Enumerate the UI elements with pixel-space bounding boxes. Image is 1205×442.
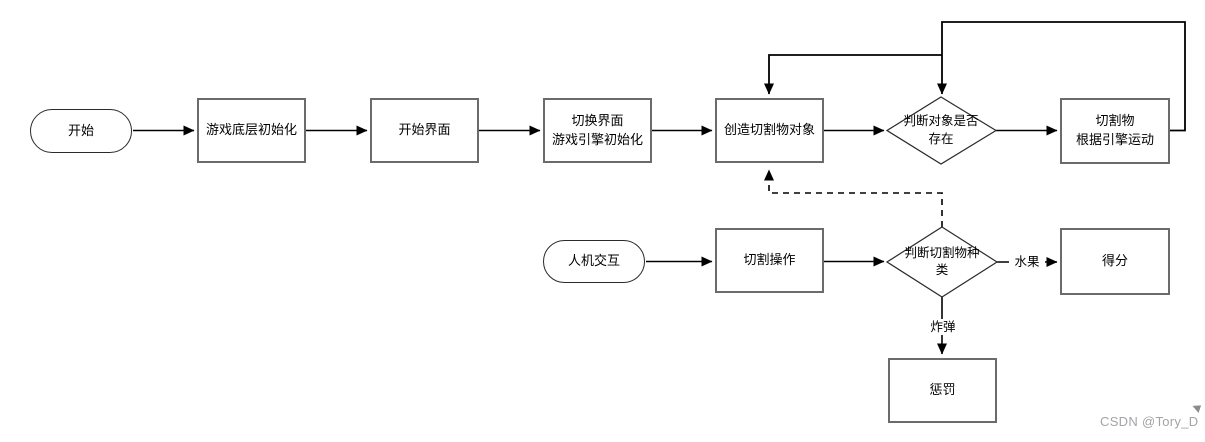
- edge-label-fruit: 水果: [1009, 254, 1045, 270]
- loop-move-to-judge: [937, 21, 1186, 132]
- node-cut-object-move-line2: 根据引擎运动: [1075, 132, 1154, 147]
- node-switch-screen-line2: 游戏引擎初始化: [551, 131, 643, 147]
- diamond-judge-exists-label: 判断对象是否 存在: [891, 103, 991, 158]
- diamond-judge-exists-line2: 存在: [928, 131, 954, 146]
- node-cut-object-move: 切割物 根据引擎运动: [1060, 98, 1170, 164]
- node-start: 开始: [30, 109, 132, 153]
- node-punishment-label: 惩罚: [929, 382, 956, 398]
- node-cut-object-move-line1: 切割物: [1095, 113, 1135, 129]
- node-start-label: 开始: [67, 122, 94, 138]
- edge-label-bomb: 炸弹: [925, 319, 961, 335]
- dashed-arrow-judgetype-to-create: [764, 169, 943, 227]
- diamond-judge-type-label: 判断切割物种 类: [892, 234, 992, 290]
- diamond-judge-type-line2: 类: [935, 263, 949, 277]
- loop-branch-to-create: [764, 54, 942, 95]
- node-score: 得分: [1060, 228, 1170, 295]
- watermark-text: CSDN @Tory_D: [1100, 414, 1199, 429]
- diamond-judge-type-line1: 判断切割物种: [904, 245, 980, 260]
- node-create-cut-object-label: 创造切割物对象: [723, 122, 815, 138]
- diamond-judge-exists: [885, 96, 998, 165]
- node-punishment: 惩罚: [888, 358, 997, 423]
- node-start-screen-label: 开始界面: [398, 122, 451, 138]
- node-human-interaction: 人机交互: [543, 240, 645, 283]
- node-switch-screen: 切换界面 游戏引擎初始化: [543, 98, 652, 163]
- node-game-base-init: 游戏底层初始化: [197, 98, 306, 163]
- node-cut-operation: 切割操作: [715, 228, 824, 293]
- diamond-judge-exists-line1: 判断对象是否: [903, 114, 979, 128]
- node-cut-operation-label: 切割操作: [743, 252, 796, 268]
- node-human-interaction-label: 人机交互: [567, 253, 620, 269]
- node-switch-screen-line1: 切换界面: [571, 112, 624, 128]
- node-create-cut-object: 创造切割物对象: [715, 98, 824, 163]
- node-score-label: 得分: [1101, 253, 1128, 269]
- diamond-judge-type: [885, 226, 999, 298]
- node-game-base-init-label: 游戏底层初始化: [205, 122, 297, 138]
- node-start-screen: 开始界面: [370, 98, 479, 163]
